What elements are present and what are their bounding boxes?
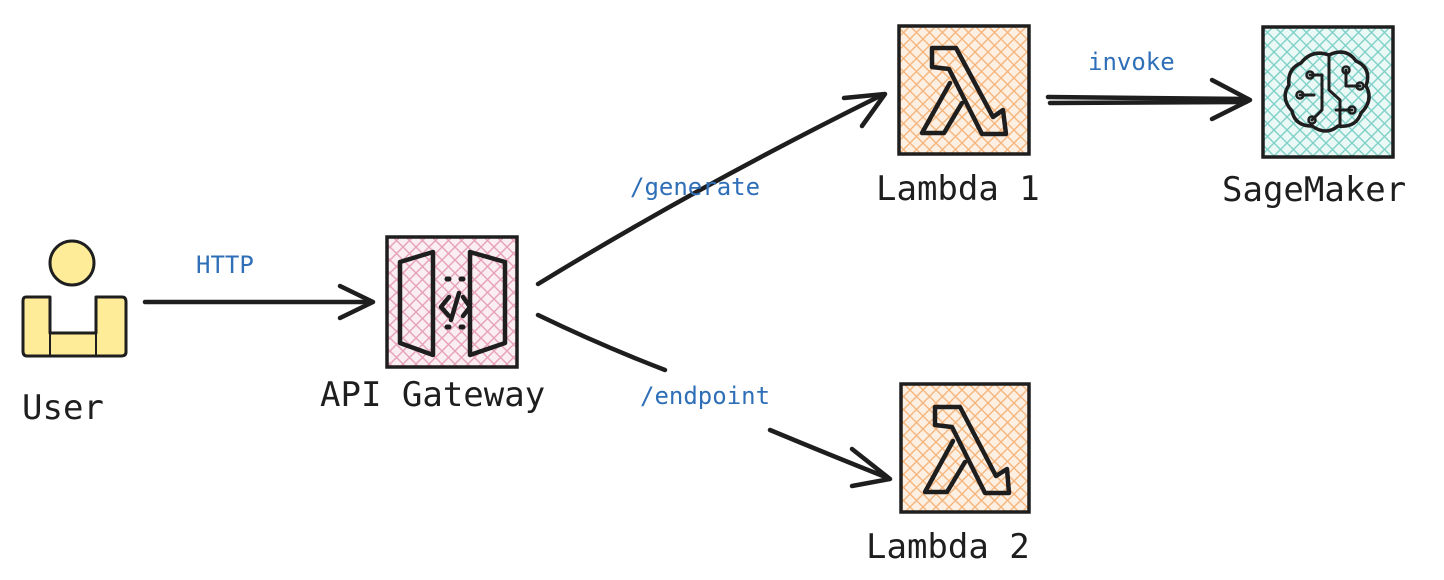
node-lambda-1: Lambda 1: [876, 24, 1040, 209]
arrowhead-icon: [1209, 77, 1253, 122]
node-api-gateway: API Gateway: [320, 235, 545, 415]
user-icon: [21, 239, 128, 358]
node-box: [1261, 25, 1395, 159]
node-user: User: [21, 239, 128, 428]
node-label-sagemaker: SageMaker: [1222, 170, 1406, 210]
arrowhead-icon: [841, 91, 888, 129]
edge-endpoint: /endpoint: [535, 312, 893, 489]
arrowhead-icon: [337, 283, 376, 321]
node-label-lambda-1: Lambda 1: [876, 169, 1040, 209]
edge-http: HTTP: [142, 251, 376, 321]
arrow-line: [1045, 94, 1251, 102]
node-lambda-2: Lambda 2: [866, 382, 1031, 567]
edge-invoke: invoke: [1045, 48, 1253, 122]
arrow-line: [535, 92, 885, 287]
node-label-api-gateway: API Gateway: [320, 375, 545, 415]
arrow-line: [1047, 99, 1249, 106]
lambda-icon: [919, 45, 1009, 137]
edge-label-endpoint: /endpoint: [640, 382, 770, 410]
arrow-line: [767, 427, 891, 481]
sagemaker-icon: [1283, 50, 1371, 133]
node-box: [897, 24, 1031, 156]
edge-label-invoke: invoke: [1088, 48, 1175, 76]
arrow-line: [535, 312, 668, 373]
arrowhead-icon: [849, 446, 893, 489]
edge-label-http: HTTP: [196, 251, 254, 279]
edge-generate: /generate: [535, 91, 888, 287]
node-sagemaker: SageMaker: [1222, 25, 1406, 210]
node-label-user: User: [22, 388, 104, 428]
api-gateway-icon: [397, 249, 508, 358]
node-label-lambda-2: Lambda 2: [866, 527, 1030, 567]
lambda-icon: [922, 404, 1012, 496]
edge-label-generate: /generate: [630, 173, 760, 201]
